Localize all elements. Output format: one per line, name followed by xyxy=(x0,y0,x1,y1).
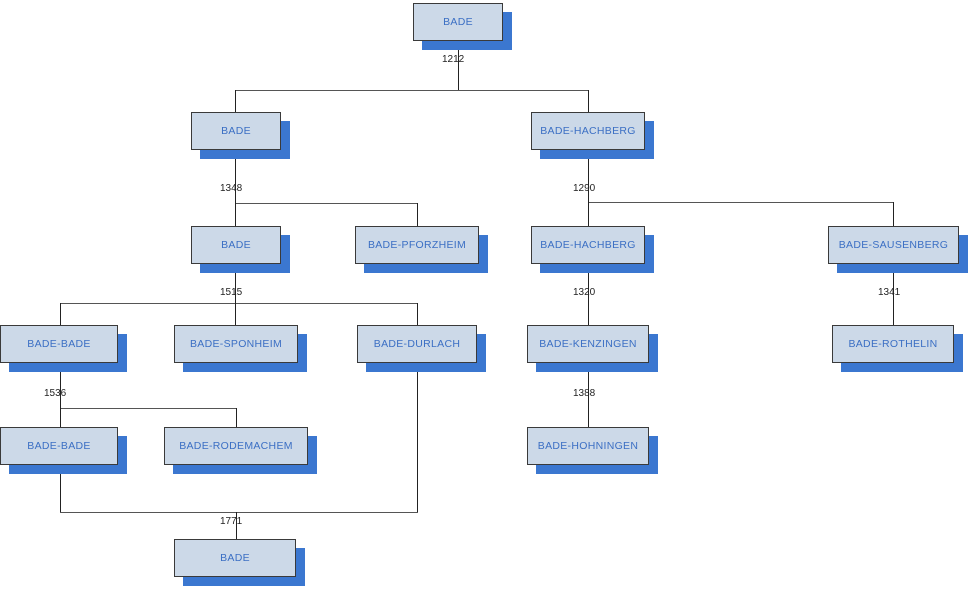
edge-date-label: 1515 xyxy=(220,287,243,298)
edge-date-label: 1536 xyxy=(44,388,67,399)
node-box[interactable]: BADE-HOHNINGEN xyxy=(527,427,649,465)
node-label: BADE-HOHNINGEN xyxy=(537,440,639,452)
edge-date-label: 1341 xyxy=(878,287,901,298)
connector-vertical xyxy=(588,264,589,325)
connector-vertical xyxy=(458,41,459,90)
node-box[interactable]: BADE-SAUSENBERG xyxy=(828,226,959,264)
edge-date-label: 1320 xyxy=(573,287,596,298)
connector-vertical xyxy=(235,303,236,325)
node-label: BADE xyxy=(443,16,473,28)
connector-horizontal xyxy=(235,203,418,204)
node-label: BADE-BADE xyxy=(27,338,91,350)
connector-vertical xyxy=(588,90,589,112)
edge-date-label: 1290 xyxy=(573,183,596,194)
node-box[interactable]: BADE-SPONHEIM xyxy=(174,325,298,363)
connector-vertical xyxy=(417,303,418,325)
edge-date-label: 1212 xyxy=(442,54,465,65)
connector-vertical xyxy=(235,264,236,304)
connector-vertical xyxy=(588,150,589,203)
connector-vertical xyxy=(235,150,236,203)
connector-horizontal xyxy=(588,202,894,203)
node-label: BADE-PFORZHEIM xyxy=(367,239,467,251)
connector-vertical xyxy=(893,264,894,325)
node-box[interactable]: BADE xyxy=(413,3,503,41)
node-label: BADE xyxy=(220,552,250,564)
edge-date-label: 1388 xyxy=(573,388,596,399)
connector-vertical xyxy=(236,512,237,539)
node-label: BADE-HACHBERG xyxy=(540,125,636,137)
connector-vertical xyxy=(417,363,418,512)
connector-horizontal xyxy=(235,90,589,91)
node-box[interactable]: BADE xyxy=(191,112,281,150)
connector-vertical xyxy=(235,90,236,112)
node-label: BADE-SPONHEIM xyxy=(190,338,282,350)
connector-vertical xyxy=(588,202,589,226)
node-box[interactable]: BADE xyxy=(191,226,281,264)
node-box[interactable]: BADE xyxy=(174,539,296,577)
connector-vertical xyxy=(60,363,61,408)
connector-vertical xyxy=(893,202,894,226)
node-label: BADE xyxy=(221,239,251,251)
connector-vertical xyxy=(417,203,418,226)
node-box[interactable]: BADE-BADE xyxy=(0,427,118,465)
node-label: BADE-HACHBERG xyxy=(540,239,636,251)
node-box[interactable]: BADE-BADE xyxy=(0,325,118,363)
node-label: BADE-RODEMACHEM xyxy=(179,440,293,452)
node-box[interactable]: BADE-RODEMACHEM xyxy=(164,427,308,465)
connector-vertical xyxy=(588,363,589,427)
node-box[interactable]: BADE-DURLACH xyxy=(357,325,477,363)
node-label: BADE-ROTHELIN xyxy=(848,338,938,350)
connector-horizontal xyxy=(60,408,237,409)
node-box[interactable]: BADE-PFORZHEIM xyxy=(355,226,479,264)
edge-date-label: 1348 xyxy=(220,183,243,194)
connector-horizontal xyxy=(60,303,418,304)
node-box[interactable]: BADE-HACHBERG xyxy=(531,226,645,264)
node-label: BADE-BADE xyxy=(27,440,91,452)
connector-vertical xyxy=(60,303,61,325)
connector-horizontal xyxy=(60,512,418,513)
connector-vertical xyxy=(60,465,61,512)
node-label: BADE xyxy=(221,125,251,137)
connector-vertical xyxy=(236,408,237,427)
node-label: BADE-SAUSENBERG xyxy=(838,239,949,251)
node-box[interactable]: BADE-KENZINGEN xyxy=(527,325,649,363)
connector-vertical xyxy=(235,203,236,226)
connector-vertical xyxy=(60,408,61,427)
node-box[interactable]: BADE-ROTHELIN xyxy=(832,325,954,363)
node-box[interactable]: BADE-HACHBERG xyxy=(531,112,645,150)
edge-date-label: 1771 xyxy=(220,516,243,527)
node-label: BADE-KENZINGEN xyxy=(539,338,637,350)
node-label: BADE-DURLACH xyxy=(373,338,461,350)
